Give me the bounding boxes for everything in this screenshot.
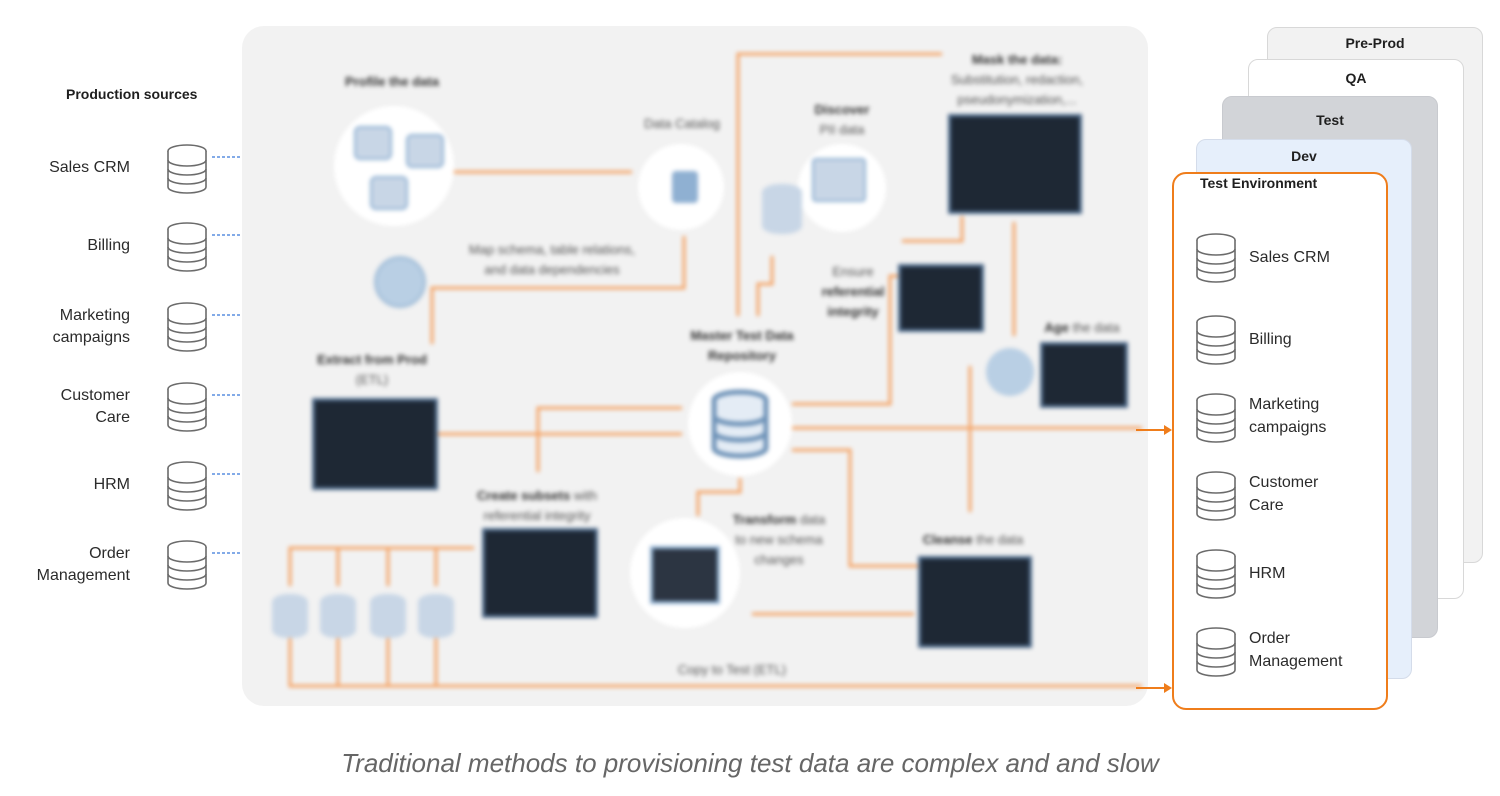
connector-subsets-dbs: [288, 546, 474, 586]
connector-cleanse-master: [792, 448, 922, 568]
test-environment-label: Billing: [1249, 331, 1292, 348]
mask-screen: [948, 114, 1082, 214]
process-panel: Profile the data Data Catalog Map schema…: [242, 26, 1148, 706]
age-gear-icon: [986, 348, 1034, 396]
profile-icon-3: [370, 176, 408, 210]
database-icon: [1196, 471, 1236, 521]
profile-label: Profile the data: [345, 74, 439, 89]
subset-db-3: [370, 594, 406, 638]
map-gear-icon: [374, 256, 426, 308]
env-title-test: Test: [1316, 112, 1344, 128]
catalog-icon: [672, 171, 698, 203]
database-icon: [167, 222, 207, 272]
map-label: Map schema, table relations,and data dep…: [468, 242, 636, 277]
age-screen: [1040, 342, 1128, 408]
ensure-screen: [898, 264, 984, 332]
database-icon: [1196, 549, 1236, 599]
test-environment-label: HRM: [1249, 565, 1286, 582]
env-title-dev: Dev: [1291, 148, 1317, 164]
age-label: Age the data: [1044, 320, 1120, 335]
extract-label: Extract from Prod(ETL): [317, 352, 427, 387]
connector-copy-to-test: [288, 636, 1142, 688]
production-sources-title: Production sources: [66, 86, 198, 102]
profile-icon-1: [354, 126, 392, 160]
test-environment-label: Sales CRM: [1249, 249, 1330, 266]
database-icon: [1196, 315, 1236, 365]
figure-caption: Traditional methods to provisioning test…: [341, 748, 1159, 778]
database-icon: [167, 461, 207, 511]
catalog-label: Data Catalog: [644, 116, 720, 131]
database-icon: [167, 302, 207, 352]
connector-master-subsets: [536, 406, 682, 472]
env-title-preprod: Pre-Prod: [1345, 35, 1405, 51]
profile-icon-2: [406, 134, 444, 168]
production-source-label: Sales CRM: [49, 159, 130, 176]
extract-screen: [312, 398, 438, 490]
env-title-qa: QA: [1345, 70, 1367, 86]
connector-master-discover: [756, 256, 774, 316]
production-source-label: HRM: [93, 476, 130, 493]
connector-ensure-master: [792, 274, 902, 406]
subset-db-2: [320, 594, 356, 638]
discover-db-icon: [762, 184, 802, 234]
production-source-label: Billing: [87, 237, 130, 254]
database-icon: [1196, 627, 1236, 677]
master-db-icon: [711, 389, 769, 459]
database-icon: [1196, 233, 1236, 283]
subset-db-4: [418, 594, 454, 638]
connector-transform-master: [696, 478, 742, 516]
process-connectors: [288, 52, 1142, 688]
subset-db-1: [272, 594, 308, 638]
subsets-screen: [482, 528, 598, 618]
test-environment-title: Test Environment: [1200, 175, 1318, 191]
discover-icon: [812, 158, 866, 202]
database-icon: [167, 144, 207, 194]
mask-label: Mask the data:Substitution, redaction,ps…: [950, 52, 1084, 107]
transform-screen: [650, 546, 720, 604]
database-icon: [167, 540, 207, 590]
connector-master-mask: [736, 52, 942, 316]
copy-label: Copy to Test (ETL): [677, 662, 787, 677]
connector-ensure-mask: [902, 216, 964, 243]
database-icon: [167, 382, 207, 432]
database-icon: [1196, 393, 1236, 443]
cleanse-label: Cleanse the data: [922, 532, 1024, 547]
connector-catalog-extract: [430, 236, 686, 344]
arrow-master-to-testenv: [1136, 425, 1172, 435]
arrow-copy-to-testenv: [1136, 683, 1172, 693]
cleanse-screen: [918, 556, 1032, 648]
